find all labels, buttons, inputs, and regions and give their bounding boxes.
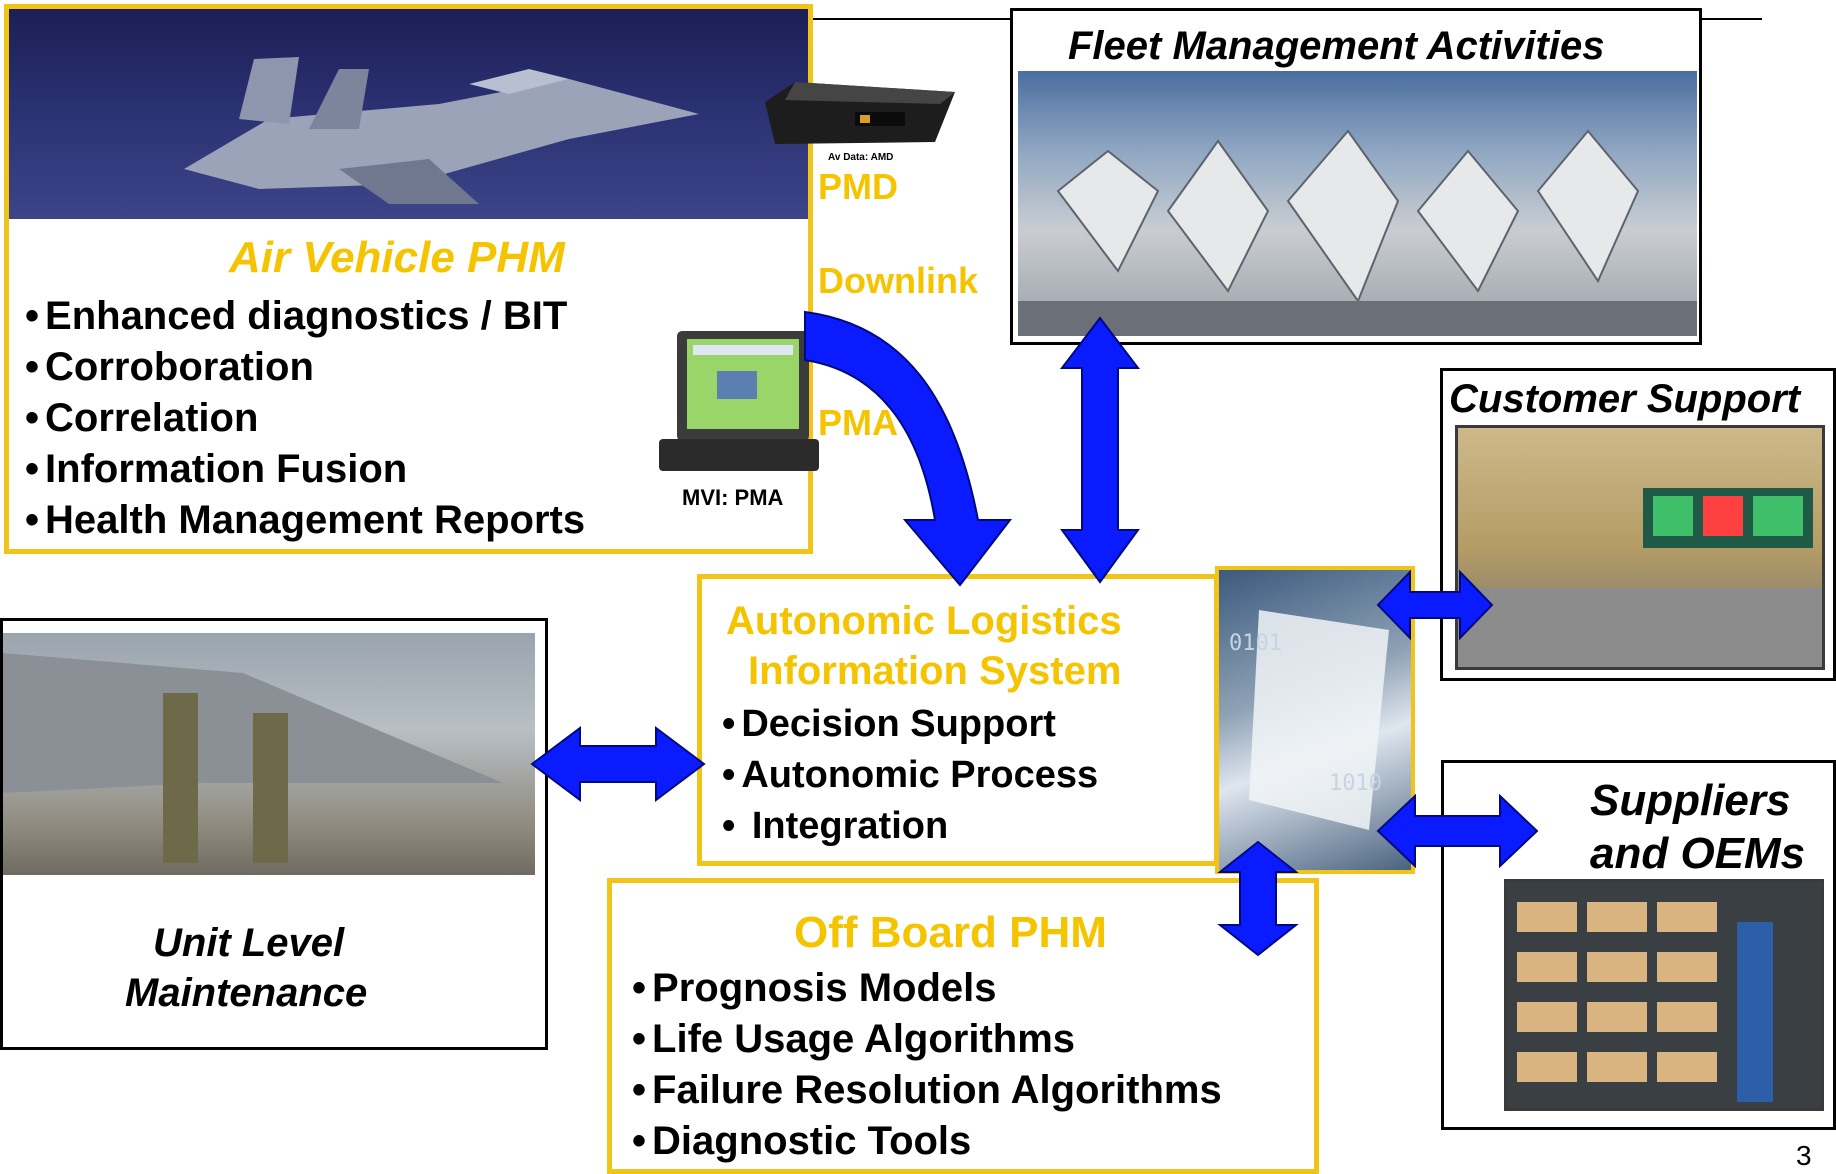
data-offboard-arrow xyxy=(1217,840,1299,957)
list-item: Enhanced diagnostics / BIT xyxy=(25,291,585,342)
unit-level-title-line1: Unit Level xyxy=(153,921,345,965)
list-item: Decision Support xyxy=(722,699,1098,750)
operations-center-photo xyxy=(1455,425,1825,670)
data-customer-arrow xyxy=(1376,569,1494,641)
pmd-device-image xyxy=(755,82,955,154)
air-vehicle-phm-panel: Air Vehicle PHM Enhanced diagnostics / B… xyxy=(4,4,819,554)
customer-support-title: Customer Support xyxy=(1449,377,1801,421)
customer-support-panel: Customer Support xyxy=(1440,368,1836,681)
fleet-title: Fleet Management Activities xyxy=(1068,24,1605,68)
pmd-caption: Av Data: AMD xyxy=(828,152,894,163)
binary-data-photo: 0101 1010 xyxy=(1215,566,1415,874)
suppliers-title-line2: and OEMs xyxy=(1590,829,1806,878)
list-item: Autonomic Process xyxy=(722,750,1098,801)
unit-alis-arrow xyxy=(530,726,706,802)
pma-caption: MVI: PMA xyxy=(682,485,784,510)
downlink-label: Downlink xyxy=(818,260,978,301)
alis-list: Decision Support Autonomic Process Integ… xyxy=(722,699,1098,852)
unit-level-maintenance-panel: Unit Level Maintenance xyxy=(0,618,548,1050)
alis-panel: Autonomic Logistics Information System D… xyxy=(697,574,1219,866)
pmd-label: PMD xyxy=(818,166,898,207)
offboard-list: Prognosis Models Life Usage Algorithms F… xyxy=(632,963,1222,1167)
unit-level-title-line2: Maintenance xyxy=(125,971,368,1015)
pma-laptop-image xyxy=(659,331,819,476)
offboard-title: Off Board PHM xyxy=(794,908,1107,957)
svg-text:0101: 0101 xyxy=(1229,631,1282,656)
fleet-management-panel: Fleet Management Activities xyxy=(1010,8,1702,345)
list-item: Failure Resolution Algorithms xyxy=(632,1065,1222,1116)
list-item: Integration xyxy=(722,801,1098,852)
carrier-deck-photo xyxy=(1018,71,1697,336)
alis-title-line2: Information System xyxy=(748,649,1122,693)
suppliers-title-line1: Suppliers xyxy=(1590,776,1791,825)
pma-label: PMA xyxy=(818,402,898,443)
fleet-alis-arrow xyxy=(1059,316,1141,584)
page-number: 3 xyxy=(1796,1140,1812,1171)
list-item: Information Fusion xyxy=(25,444,585,495)
list-item: Life Usage Algorithms xyxy=(632,1014,1222,1065)
jet-aircraft-photo xyxy=(9,9,808,219)
data-suppliers-arrow xyxy=(1376,793,1539,869)
list-item: Corroboration xyxy=(25,342,585,393)
svg-text:1010: 1010 xyxy=(1329,771,1382,796)
air-vehicle-title: Air Vehicle PHM xyxy=(229,233,565,282)
list-item: Correlation xyxy=(25,393,585,444)
list-item: Diagnostic Tools xyxy=(632,1116,1222,1167)
offboard-phm-panel: Off Board PHM Prognosis Models Life Usag… xyxy=(607,878,1319,1174)
maintenance-crew-photo xyxy=(3,633,535,875)
air-vehicle-list: Enhanced diagnostics / BIT Corroboration… xyxy=(25,291,585,546)
warehouse-shelves-photo xyxy=(1504,879,1824,1111)
list-item: Health Management Reports xyxy=(25,495,585,546)
downlink-curved-arrow xyxy=(804,310,1013,587)
alis-title-line1: Autonomic Logistics xyxy=(726,599,1122,643)
list-item: Prognosis Models xyxy=(632,963,1222,1014)
